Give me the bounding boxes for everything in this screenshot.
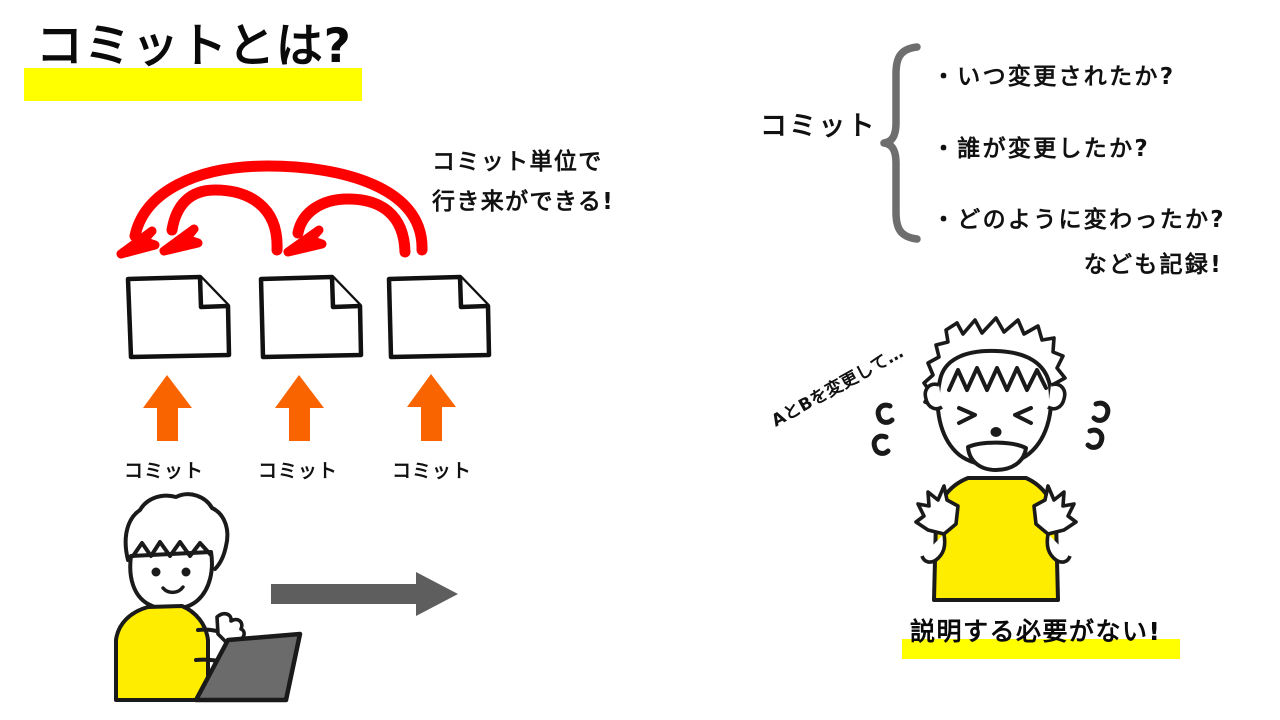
flow-arrow-icon (271, 572, 458, 616)
document-2-icon (258, 274, 364, 360)
up-arrow-1-icon (143, 375, 192, 441)
commit-bullet-2: ・誰が変更したか? (932, 136, 1151, 162)
commit-bullet-3: ・どのように変わったか? (932, 207, 1226, 233)
up-arrow-2-icon (275, 375, 324, 441)
document-1-icon (125, 274, 232, 360)
document-3-icon (386, 274, 492, 360)
title-text: コミットとは? (36, 19, 352, 74)
commit-label-2: コミット (258, 460, 338, 482)
motion-marks-icon (871, 400, 1111, 456)
commit-bullet-1: ・いつ変更されたか? (932, 64, 1176, 90)
up-arrow-3-icon (407, 374, 456, 441)
caption-highlight (902, 639, 1180, 659)
commit-heading: コミット (760, 111, 877, 142)
conclusion-caption: 説明する必要がない! (902, 612, 1180, 659)
commit-label-1: コミット (124, 460, 204, 482)
flustered-person-illustration (914, 316, 1078, 602)
red-arrow-annotation: コミット単位で 行き来ができる! (432, 143, 614, 222)
page-title: コミットとは? (24, 19, 362, 101)
annotation-line-2: 行き来ができる! (432, 188, 615, 215)
caption-text: 説明する必要がない! (910, 617, 1162, 646)
title-highlight (24, 68, 362, 101)
commit-footnote: なども記録! (1083, 252, 1223, 278)
person-at-laptop-illustration (114, 492, 303, 703)
speech-text: AとBを変更して… (768, 342, 908, 432)
annotation-line-1: コミット単位で (432, 149, 603, 175)
commit-label-3: コミット (392, 460, 472, 482)
